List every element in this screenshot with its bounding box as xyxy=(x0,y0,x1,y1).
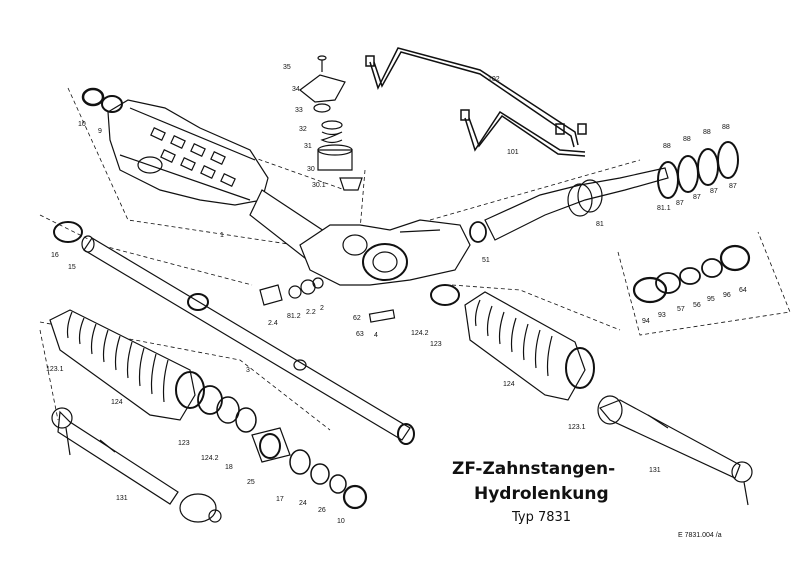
diagram-title-line-2: Hydrolenkung xyxy=(474,484,609,504)
callout-51: 51 xyxy=(482,257,490,264)
callout-2-2: 2.2 xyxy=(306,309,316,316)
lower-seal-rings xyxy=(197,385,368,510)
seal-rings-right xyxy=(657,141,739,199)
callout-56: 56 xyxy=(693,302,701,309)
small-bushing-parts xyxy=(259,277,396,323)
callout-30-1: 30.1 xyxy=(312,182,326,189)
bellows-boot-right xyxy=(430,284,595,401)
tie-rod-right xyxy=(597,395,753,506)
callout-57: 57 xyxy=(677,306,685,313)
callout-63: 63 xyxy=(356,331,364,338)
callout-2: 2 xyxy=(320,305,324,312)
callout-18: 18 xyxy=(225,464,233,471)
callout-88-c: 88 xyxy=(703,129,711,136)
callout-17: 17 xyxy=(276,496,284,503)
callout-131-left: 131 xyxy=(116,495,128,502)
callout-96: 96 xyxy=(723,292,731,299)
callout-9: 9 xyxy=(98,128,102,135)
diagram-type-label: Typ 7831 xyxy=(512,510,572,525)
callout-24: 24 xyxy=(299,500,307,507)
callout-64: 64 xyxy=(739,287,747,294)
callout-33: 33 xyxy=(295,107,303,114)
pinion-shaft xyxy=(484,167,669,241)
callout-102: 102 xyxy=(488,76,500,83)
callout-131-right: 131 xyxy=(649,467,661,474)
callout-34: 34 xyxy=(292,86,300,93)
seal-rings-top xyxy=(81,87,123,113)
callout-16: 16 xyxy=(51,252,59,259)
callout-32: 32 xyxy=(299,126,307,133)
callout-87-a: 87 xyxy=(676,200,684,207)
callout-4: 4 xyxy=(374,332,378,339)
cover-stack xyxy=(299,55,363,191)
callout-124-2-left: 124.2 xyxy=(201,455,219,462)
callout-81-1: 81.1 xyxy=(657,205,671,212)
callout-87-d: 87 xyxy=(729,183,737,190)
callout-10-lower: 10 xyxy=(337,518,345,525)
callout-124-left: 124 xyxy=(111,399,123,406)
callout-88-d: 88 xyxy=(722,124,730,131)
bearing-set xyxy=(632,244,751,304)
callout-81: 81 xyxy=(596,221,604,228)
callout-1: 1 xyxy=(220,232,224,239)
callout-25: 25 xyxy=(247,479,255,486)
callout-31: 31 xyxy=(304,143,312,150)
callout-26: 26 xyxy=(318,507,326,514)
callout-87-b: 87 xyxy=(693,194,701,201)
tie-rod-left xyxy=(51,407,222,523)
callout-123-left: 123 xyxy=(178,440,190,447)
callout-10: 10 xyxy=(78,121,86,128)
callout-88-b: 88 xyxy=(683,136,691,143)
hydraulic-lines xyxy=(365,47,587,157)
callout-123-1-left: 123.1 xyxy=(46,366,64,373)
diagram-title-line-1: ZF-Zahnstangen- xyxy=(452,459,616,479)
callout-62: 62 xyxy=(353,315,361,322)
rack-tube xyxy=(53,221,415,445)
callout-93: 93 xyxy=(658,312,666,319)
callout-88-a: 88 xyxy=(663,143,671,150)
callout-124-2-right: 124.2 xyxy=(411,330,429,337)
callout-15: 15 xyxy=(68,264,76,271)
callout-94: 94 xyxy=(642,318,650,325)
callout-123-1-right: 123.1 xyxy=(568,424,586,431)
callout-81-2: 81.2 xyxy=(287,313,301,320)
callout-123-right: 123 xyxy=(430,341,442,348)
callout-95: 95 xyxy=(707,296,715,303)
callout-2-4: 2.4 xyxy=(268,320,278,327)
bellows-boot-left xyxy=(49,309,205,421)
callout-87-c: 87 xyxy=(710,188,718,195)
callout-30: 30 xyxy=(307,166,315,173)
callout-3: 3 xyxy=(246,367,250,374)
callout-35: 35 xyxy=(283,64,291,71)
drawing-reference-code: E 7831.004 /a xyxy=(678,532,722,539)
callout-101: 101 xyxy=(507,149,519,156)
callout-124-right: 124 xyxy=(503,381,515,388)
valve-body xyxy=(299,219,487,286)
